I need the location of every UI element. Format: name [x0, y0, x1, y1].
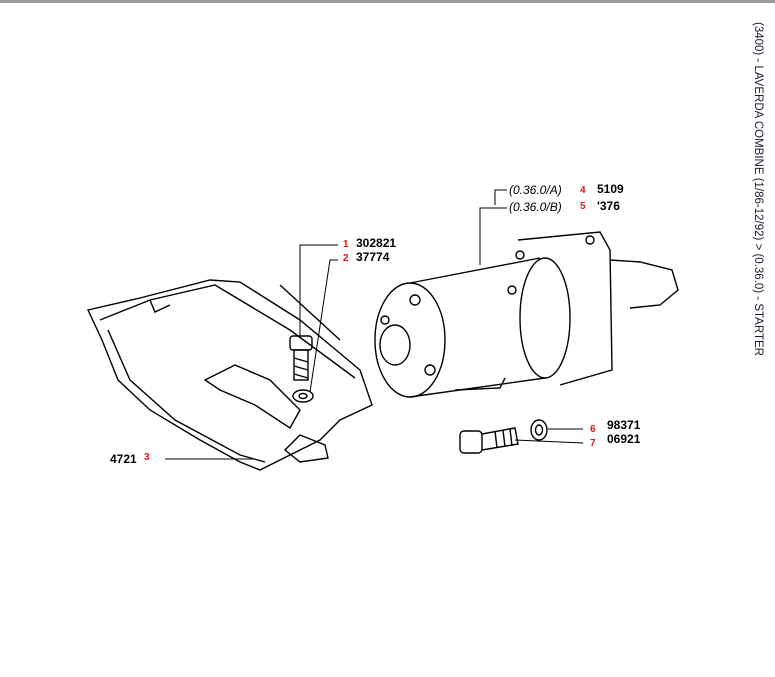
part-number-link[interactable]: 37774 [356, 250, 390, 264]
part-number-link[interactable]: 4721 [110, 452, 137, 466]
reference-label: (0.36.0/B) [509, 200, 562, 214]
callout-number: 5 [580, 201, 586, 212]
shield-washer[interactable] [292, 389, 314, 403]
part-number-link[interactable]: 5109 [597, 182, 624, 196]
part-number-link[interactable]: 302821 [356, 236, 397, 250]
starter-motor[interactable] [374, 231, 679, 398]
part-number-link[interactable]: 98371 [607, 418, 641, 432]
top-border [0, 0, 775, 3]
callout-number: 1 [343, 239, 349, 250]
callout-number: 6 [590, 424, 596, 435]
starter-bolt[interactable] [459, 427, 519, 454]
callout-number: 3 [144, 452, 150, 463]
leader-lines [165, 189, 584, 460]
part-number-link[interactable]: '376 [597, 199, 620, 213]
starter-washer[interactable] [530, 419, 548, 441]
callout-number: 4 [580, 185, 586, 196]
shield-bolt[interactable] [289, 335, 313, 381]
page-title: (3400) - LAVERDA COMBINE (1/86-12/92) > … [752, 22, 764, 356]
callout-number: 7 [590, 438, 596, 449]
part-number-link[interactable]: 06921 [607, 432, 641, 446]
reference-label: (0.36.0/A) [509, 183, 562, 197]
starter-shield[interactable] [86, 279, 373, 471]
callout-number: 2 [343, 253, 349, 264]
